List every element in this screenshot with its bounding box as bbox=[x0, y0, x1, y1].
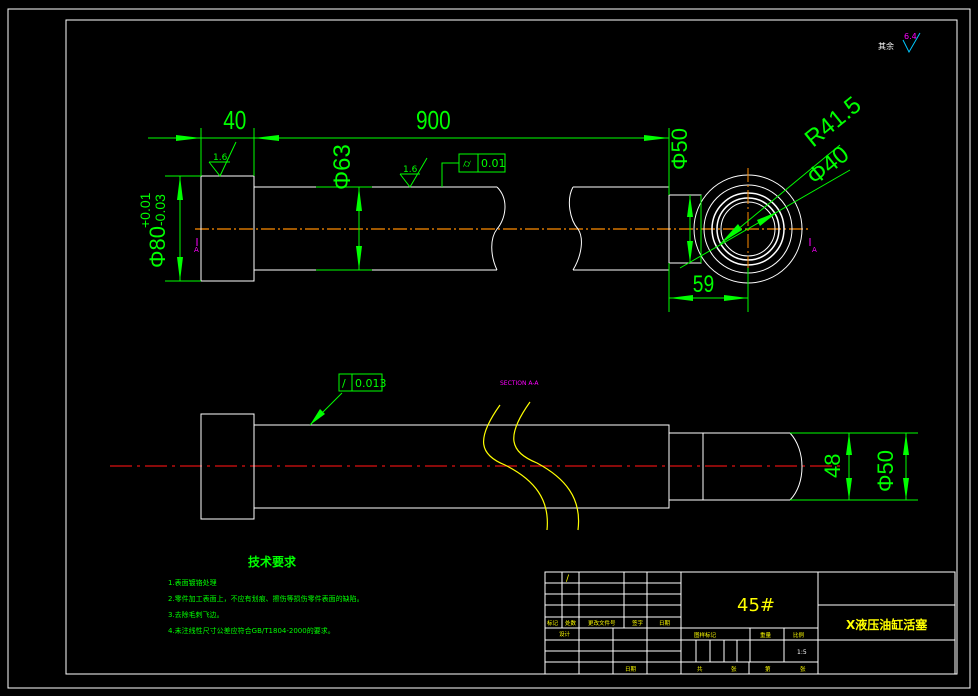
dim-59-text: 59 bbox=[693, 270, 714, 298]
dim-phi80-tol-upper: +0.01 bbox=[137, 192, 153, 228]
tb-slash-mark: / bbox=[566, 574, 570, 584]
tolerance-frame-2-value: 0.013 bbox=[355, 377, 387, 390]
tb-sheet-label: 张 bbox=[800, 665, 806, 673]
tech-requirement-item: 1.表面镀铬处理 bbox=[168, 578, 217, 587]
tb-stage-label: 重量 bbox=[760, 631, 772, 639]
roughness-mark-2-value: 1.6 bbox=[403, 165, 418, 175]
tolerance-frame-1-symbol: ⌭ bbox=[463, 157, 471, 170]
tb-sheet-label: 张 bbox=[731, 665, 737, 673]
tech-requirement-item: 3.去除毛刺飞边。 bbox=[168, 610, 224, 619]
section-marker-left: A bbox=[194, 246, 199, 254]
tb-design-label: 设计 bbox=[559, 630, 571, 638]
tb-row-label: 签字 bbox=[632, 619, 644, 627]
dim-59-arrow-left bbox=[669, 295, 693, 301]
tb-part-name: X液压油缸活塞 bbox=[846, 617, 928, 632]
tolerance-frame-1 bbox=[458, 153, 506, 173]
tolerance-leader-2-arrow bbox=[310, 409, 325, 425]
roughness-note: 其余 6.4 bbox=[878, 32, 921, 54]
tolerance-frame-2-symbol: / bbox=[342, 377, 346, 390]
top-shaft-break-left bbox=[491, 186, 506, 271]
top-shaft-break-right bbox=[568, 186, 582, 271]
roughness-note-label: 其余 bbox=[878, 41, 894, 51]
tb-sheet-label: 共 bbox=[697, 665, 703, 673]
top-view: A A 40 900 bbox=[137, 91, 867, 312]
tb-scale: 1:5 bbox=[797, 649, 807, 656]
section-break-curve-1 bbox=[483, 404, 548, 531]
tolerance-frame-2 bbox=[338, 373, 383, 392]
tech-requirement-item: 4.未注线性尺寸公差应符合GB/T1804-2000的要求。 bbox=[168, 626, 335, 635]
dim-phi63-text: Φ63 bbox=[329, 144, 356, 190]
outer-border bbox=[7, 8, 971, 689]
tb-stage-label: 图样标记 bbox=[694, 631, 717, 639]
roughness-note-value: 6.4 bbox=[904, 32, 917, 41]
dim-phi63-arrow-bottom bbox=[356, 246, 362, 270]
dim-phi80-arrow-bottom bbox=[177, 257, 183, 281]
tb-stage-label: 比例 bbox=[793, 631, 805, 639]
section-label: SECTION A-A bbox=[500, 380, 539, 387]
tolerance-frame-1-value: 0.01 bbox=[481, 157, 506, 170]
title-block: / 标记 处数 更改文件号 签字 日期 设计 日期 图样标记 重量 比例 1:5… bbox=[544, 571, 956, 675]
top-flange bbox=[200, 175, 255, 282]
tech-requirements-title: 技术要求 bbox=[248, 554, 297, 569]
bottom-end-stub bbox=[668, 432, 704, 501]
dim-phi80-arrow-top bbox=[177, 176, 183, 200]
dim-phi50-top-arrow-2 bbox=[687, 241, 693, 263]
tb-sheet-label: 第 bbox=[765, 665, 771, 673]
dim-phi50-bottom-arrow-bottom bbox=[903, 478, 909, 500]
dim-r415-arrow bbox=[720, 224, 742, 244]
dim-phi63-arrow-top bbox=[356, 187, 362, 211]
dim-48-arrow-bottom bbox=[846, 478, 852, 500]
tb-row-label: 处数 bbox=[565, 619, 577, 627]
tb-date-label: 日期 bbox=[625, 666, 637, 673]
roughness-mark-2 bbox=[399, 157, 428, 188]
title-block-frame bbox=[544, 571, 956, 675]
dim-48-text: 48 bbox=[820, 454, 845, 478]
roughness-mark-1 bbox=[208, 141, 237, 177]
tb-row-label: 标记 bbox=[547, 619, 559, 627]
dim-59-arrow-right bbox=[724, 295, 748, 301]
dim-900-text: 900 bbox=[416, 106, 451, 135]
dim-900-arrow bbox=[644, 135, 669, 141]
dim-phi50-top-arrow-1 bbox=[687, 195, 693, 217]
bottom-bore bbox=[703, 432, 803, 501]
roughness-mark-1-value: 1.6 bbox=[213, 153, 228, 163]
tech-requirements: 技术要求 1.表面镀铬处理 2.零件加工表面上，不应有划痕、擦伤等损伤零件表面的… bbox=[168, 554, 364, 635]
roughness-note-symbol bbox=[902, 32, 921, 54]
inner-border bbox=[65, 19, 958, 675]
dim-40-text: 40 bbox=[223, 106, 246, 135]
section-marker-right: A bbox=[812, 246, 817, 254]
top-shaft-left bbox=[254, 186, 497, 271]
tb-row-label: 更改文件号 bbox=[588, 619, 616, 627]
dim-phi40-arrow bbox=[757, 211, 779, 226]
tb-row-label: 日期 bbox=[659, 620, 671, 627]
tolerance-leader-1 bbox=[441, 162, 459, 187]
dim-40-arrow bbox=[176, 135, 201, 141]
dim-phi80-tol-lower: -0.03 bbox=[152, 194, 168, 226]
section-break-curve-2 bbox=[513, 401, 580, 531]
dim-phi50-bottom-text: Φ50 bbox=[873, 450, 898, 492]
dim-phi50-bottom-arrow-top bbox=[903, 433, 909, 455]
bottom-view: SECTION A-A / 0.013 48 Φ50 bbox=[110, 373, 918, 531]
tech-requirement-item: 2.零件加工表面上，不应有划痕、擦伤等损伤零件表面的缺陷。 bbox=[168, 594, 364, 603]
tb-material: 45# bbox=[737, 595, 775, 616]
dim-phi50-top-text: Φ50 bbox=[667, 128, 692, 170]
dim-phi80-text: Φ80 bbox=[145, 226, 170, 268]
dim-48-arrow-top bbox=[846, 433, 852, 455]
